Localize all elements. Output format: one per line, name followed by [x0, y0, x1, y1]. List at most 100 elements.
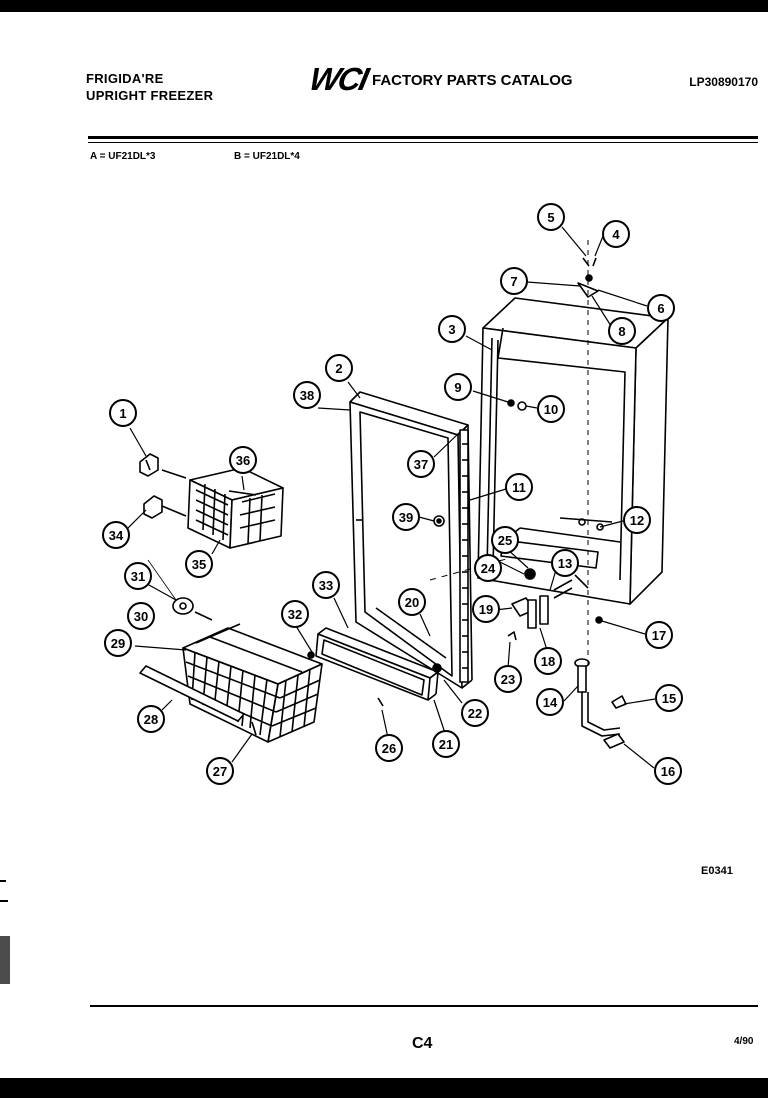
callout-7: 7: [500, 267, 528, 295]
svg-text:32: 32: [288, 607, 302, 622]
svg-text:34: 34: [109, 528, 124, 543]
callout-24: 24: [474, 554, 502, 582]
door-drawing: [349, 391, 473, 689]
callout-26-kickplate: 26: [375, 734, 403, 762]
callout-28: 28: [137, 705, 165, 733]
svg-text:22: 22: [468, 706, 482, 721]
callout-15: 15: [655, 684, 683, 712]
svg-text:26: 26: [382, 741, 396, 756]
header-rule-thick: [88, 136, 758, 139]
exploded-parts-diagram: 1 2 3 4 5 6 7 8 9 10 11 12 13 14 15 16 1…: [102, 203, 683, 785]
svg-text:18: 18: [541, 654, 555, 669]
brand-block: FRIGIDA'RE UPRIGHT FREEZER: [86, 70, 213, 104]
svg-text:11: 11: [512, 480, 526, 495]
svg-text:3: 3: [448, 322, 455, 337]
callout-38: 38: [293, 381, 321, 409]
svg-text:28: 28: [144, 712, 158, 727]
shelf-drawing: [187, 467, 284, 549]
drawing-reference-code: E0341: [701, 865, 733, 877]
svg-text:21: 21: [439, 737, 453, 752]
callout-4: 4: [602, 220, 630, 248]
callout-3: 3: [438, 315, 466, 343]
callout-18: 18: [534, 647, 562, 675]
callout-6: 6: [647, 294, 675, 322]
svg-text:8: 8: [618, 324, 625, 339]
svg-text:6: 6: [657, 301, 664, 316]
callout-33: 33: [312, 571, 340, 599]
svg-text:29: 29: [111, 636, 125, 651]
svg-text:14: 14: [543, 695, 558, 710]
svg-text:7: 7: [510, 274, 517, 289]
header-rule-thin: [88, 142, 758, 143]
callout-bubbles: 1 2 3 4 5 6 7 8 9 10 11 12 13 14 15 16 1…: [102, 203, 683, 785]
svg-text:9: 9: [454, 380, 461, 395]
svg-text:23: 23: [501, 672, 515, 687]
svg-text:13: 13: [558, 556, 572, 571]
svg-text:19: 19: [479, 602, 493, 617]
catalog-number: LP30890170: [689, 75, 758, 89]
leader-lines: [125, 226, 656, 769]
svg-text:36: 36: [236, 453, 250, 468]
svg-text:27: 27: [213, 764, 227, 779]
callout-22: 22: [461, 699, 489, 727]
callout-31: 31: [124, 562, 152, 590]
scan-mark: [0, 936, 10, 984]
callout-32: 32: [281, 600, 309, 628]
scan-mark: [0, 880, 6, 882]
product-type: UPRIGHT FREEZER: [86, 88, 214, 103]
svg-text:33: 33: [319, 578, 333, 593]
callout-1: 1: [109, 399, 137, 427]
catalog-page: FRIGIDA'RE UPRIGHT FREEZER WCI FACTORY P…: [0, 12, 768, 1078]
callout-19: 19: [472, 595, 500, 623]
callout-10: 10: [537, 395, 565, 423]
svg-text:10: 10: [544, 402, 558, 417]
callout-25: 25: [491, 526, 519, 554]
svg-text:4: 4: [612, 227, 620, 242]
callout-20: 20: [398, 588, 426, 616]
callout-39: 39: [392, 503, 420, 531]
scan-mark: [0, 900, 8, 902]
revision-date: 4/90: [734, 1036, 754, 1047]
svg-text:20: 20: [405, 595, 419, 610]
callout-9: 9: [444, 373, 472, 401]
callout-27: 27: [206, 757, 234, 785]
svg-text:31: 31: [131, 569, 145, 584]
svg-text:5: 5: [547, 210, 554, 225]
callout-11: 11: [505, 473, 533, 501]
callout-17: 17: [645, 621, 673, 649]
page-number: C4: [412, 1035, 433, 1052]
model-b-label: B = UF21DL*4: [234, 151, 300, 162]
callout-29: 29: [104, 629, 132, 657]
callout-16: 16: [654, 757, 682, 785]
callout-21: 21: [432, 730, 460, 758]
svg-text:16: 16: [661, 764, 675, 779]
footer-rule: [90, 1005, 758, 1007]
model-a-label: A = UF21DL*3: [90, 151, 156, 162]
svg-text:30: 30: [134, 609, 148, 624]
callout-36: 36: [229, 446, 257, 474]
callout-12: 12: [623, 506, 651, 534]
svg-text:17: 17: [652, 628, 666, 643]
svg-text:37: 37: [414, 457, 428, 472]
callout-2: 2: [325, 354, 353, 382]
svg-text:25: 25: [498, 533, 512, 548]
svg-text:38: 38: [300, 388, 314, 403]
basket-drawing: [139, 623, 323, 743]
small-parts-drawing: [139, 257, 627, 749]
callout-30: 30: [127, 602, 155, 630]
callout-8: 8: [608, 317, 636, 345]
callout-5: 5: [537, 203, 565, 231]
callout-35: 35: [185, 550, 213, 578]
kickplate-drawing: [315, 627, 442, 707]
svg-text:1: 1: [119, 406, 126, 421]
svg-text:2: 2: [335, 361, 342, 376]
callout-37: 37: [407, 450, 435, 478]
svg-text:12: 12: [630, 513, 644, 528]
svg-text:24: 24: [481, 561, 496, 576]
svg-text:15: 15: [662, 691, 676, 706]
svg-text:35: 35: [192, 557, 206, 572]
callout-14: 14: [536, 688, 564, 716]
hinge-centerline: [429, 557, 511, 581]
callout-13: 13: [551, 549, 579, 577]
callout-23: 23: [494, 665, 522, 693]
